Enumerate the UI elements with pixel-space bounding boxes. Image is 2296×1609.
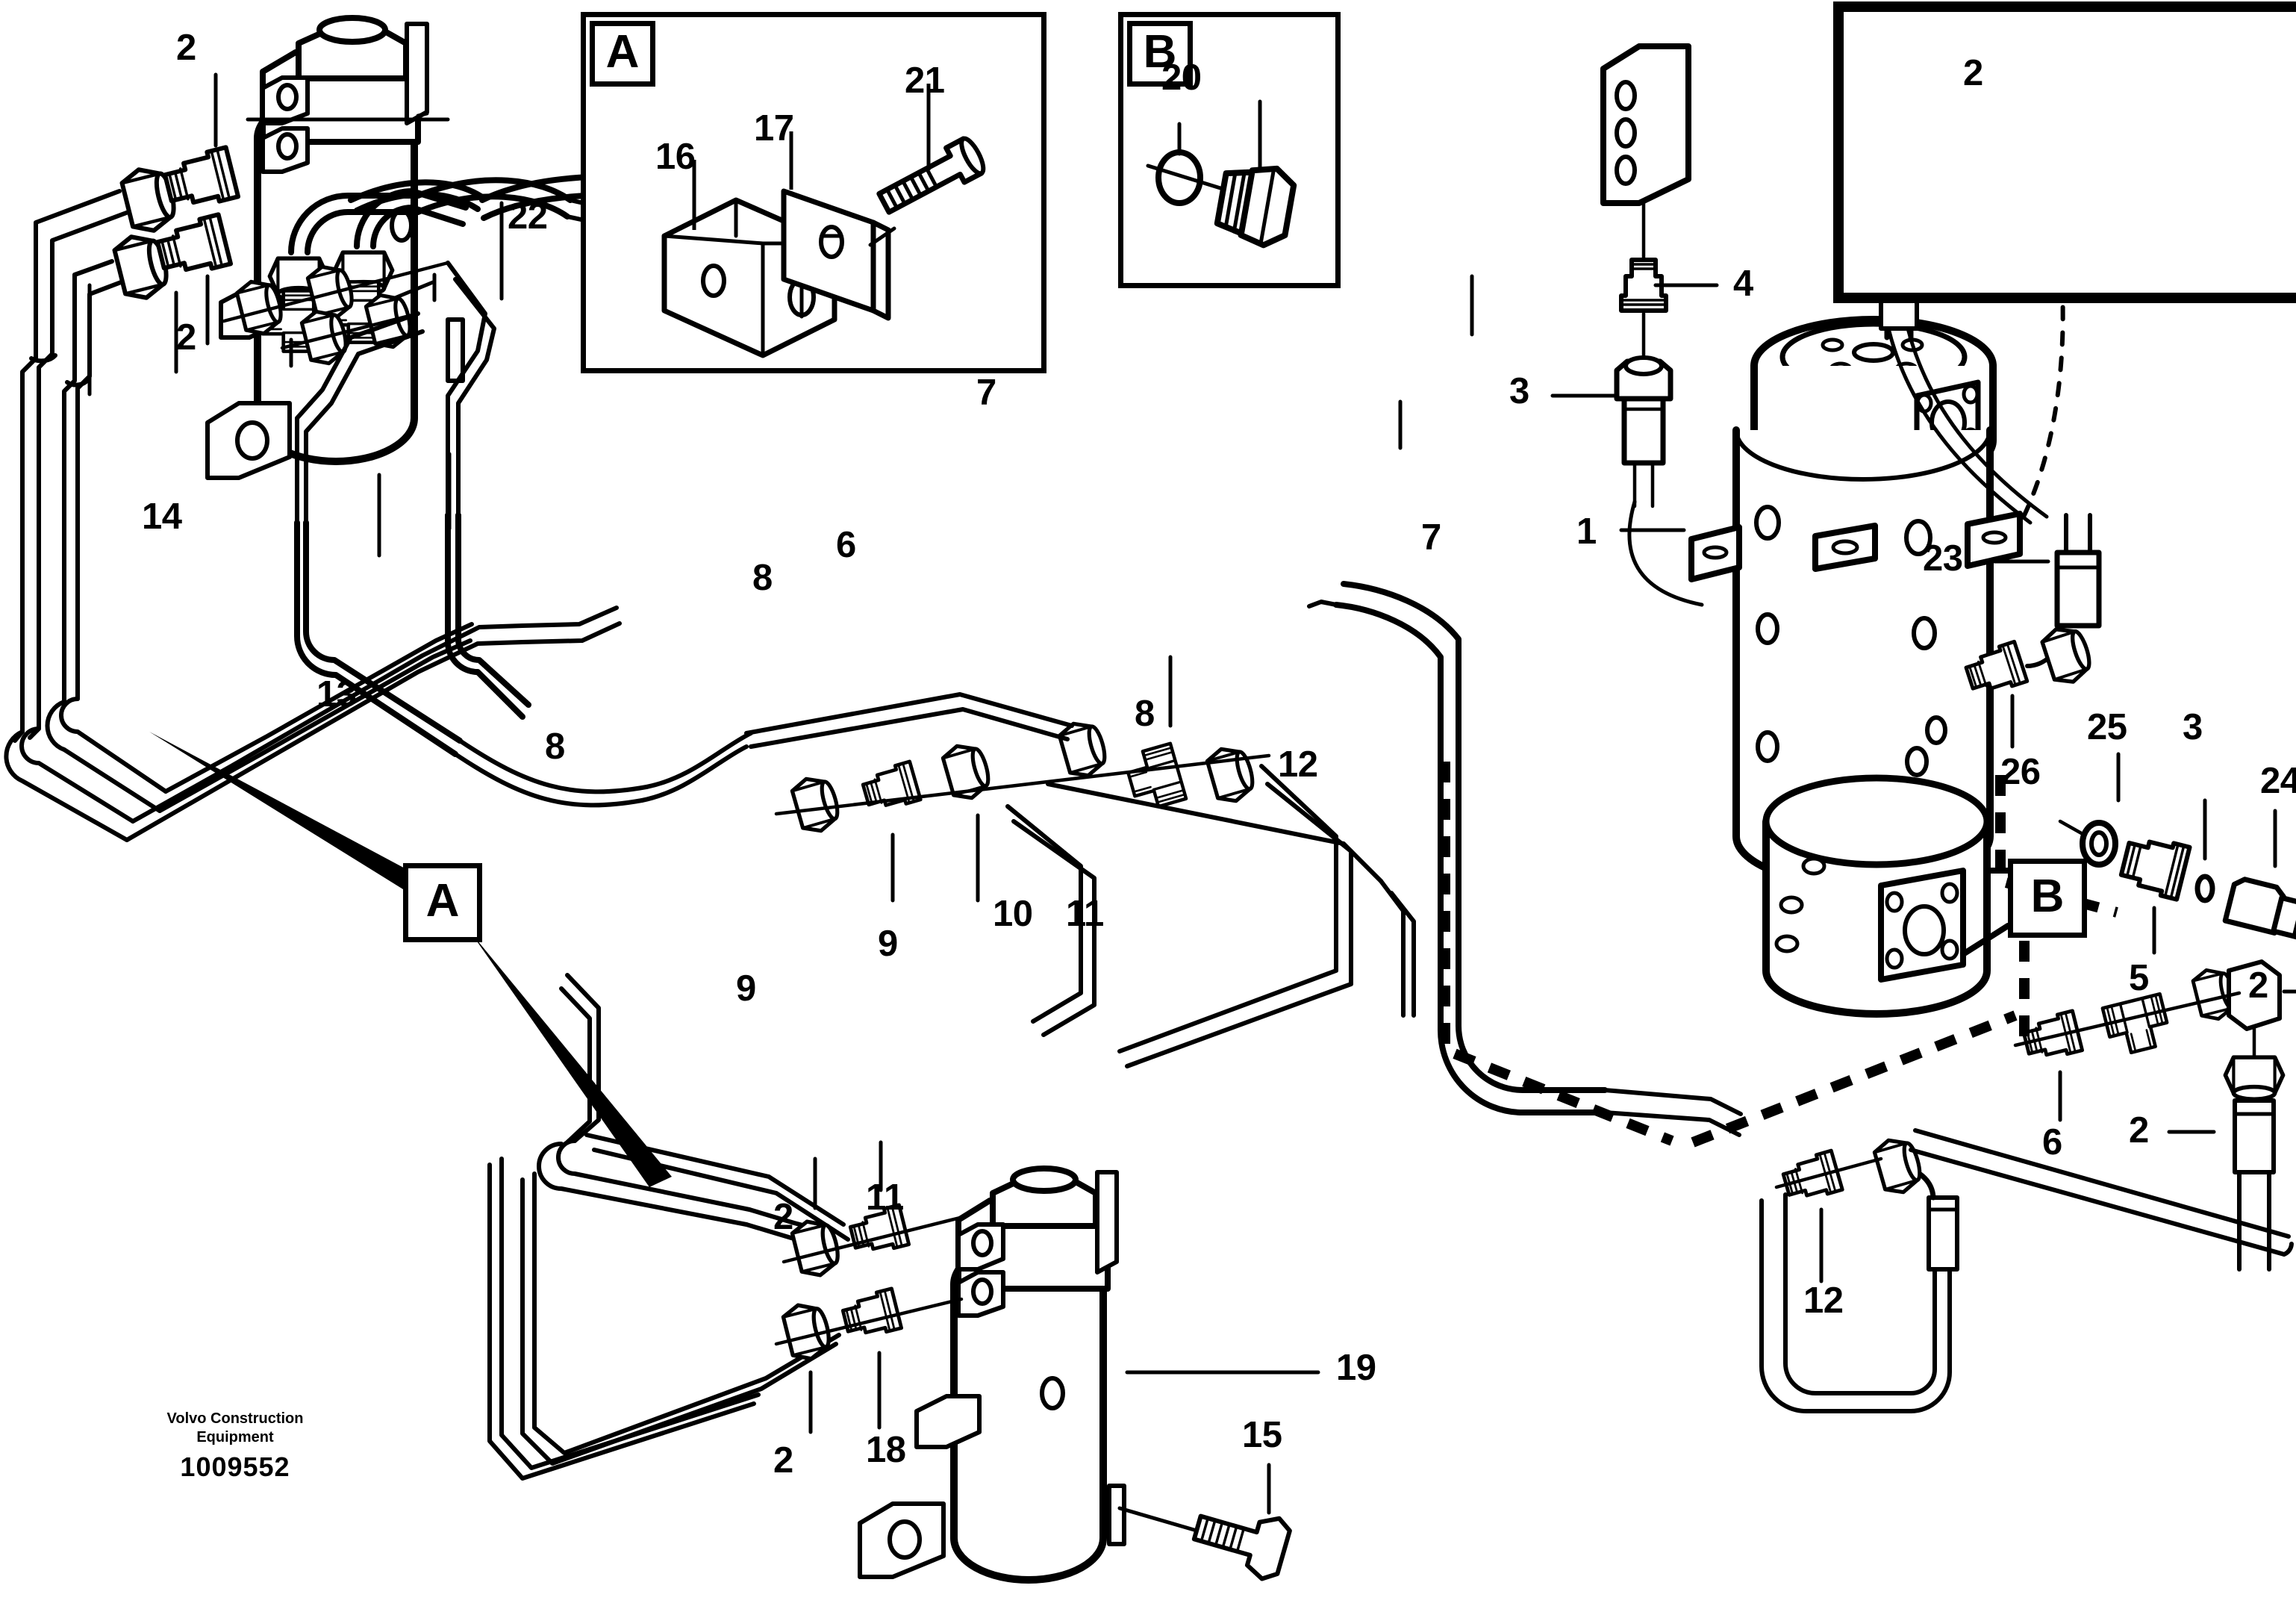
fittings-10-11-8 — [744, 655, 1353, 1068]
lower-right-fitting-cluster — [2013, 959, 2296, 1272]
part-label-8-c: 8 — [1135, 694, 1155, 734]
hose-22-assembly — [1963, 513, 2102, 749]
detail-b-illustration: .b-wf{fill:#fff;stroke:#000;stroke-width… — [1146, 99, 1297, 249]
part-label-7-a: 7 — [976, 373, 996, 413]
part-label-9-b: 9 — [878, 924, 898, 964]
part-label-2-e: 12 — [1803, 1280, 1844, 1321]
part-label-2-c: 26 — [2000, 752, 2041, 792]
upper-left-fittings — [113, 72, 238, 346]
detail-box-b-letter-badge: B — [1127, 21, 1193, 87]
swivel-joint-assembly — [1619, 316, 2023, 1018]
part-label-18-upper: 22 — [508, 196, 548, 237]
hidden-line-dashed-paths — [1440, 762, 2118, 1148]
part-number: 1009552 — [180, 1451, 290, 1482]
part-label-18-lower: 19 — [1336, 1348, 1376, 1388]
part-label-4: 4 — [1733, 264, 1753, 304]
lower-right-hose-loop — [1759, 1128, 2294, 1413]
part-label-2-d: 6 — [2042, 1122, 2062, 1163]
part-label-11-b: 2 — [773, 1440, 793, 1481]
brand-line-2: Equipment — [196, 1429, 274, 1445]
part-label-19: 15 — [1242, 1415, 1282, 1455]
upper-cylinder-assembly — [205, 15, 465, 480]
part-label-2-a: 2 — [176, 28, 196, 68]
lower-cylinder-assembly — [858, 1165, 1320, 1584]
part-label-13-tube: 13 — [316, 674, 357, 715]
part-label-23: 2 — [1963, 53, 1983, 93]
callout-a-leader — [149, 732, 672, 1187]
part-label-22: 23 — [1923, 538, 1963, 579]
part-label-15: 16 — [655, 137, 696, 177]
part-label-25: 3 — [2183, 707, 2203, 747]
part-label-6-a: 6 — [836, 525, 856, 565]
callout-marker-b-letter: B — [2030, 871, 2065, 922]
part-label-24: 5 — [2129, 958, 2149, 998]
part-label-3-b: 24 — [2260, 761, 2296, 801]
part-label-12-b: 2 — [773, 1197, 793, 1237]
part-label-10: 10 — [993, 894, 1033, 934]
part-label-8-a: 8 — [752, 558, 773, 598]
hose-9-loop — [294, 452, 753, 808]
detail-box-a-letter-badge: A — [590, 21, 655, 87]
part-label-2-f: 11 — [866, 1177, 904, 1218]
part-label-1-swivel-joint: 1 — [1576, 511, 1597, 552]
detail-box-valve — [1833, 1, 2296, 303]
detail-a-illustration: .a-wf{fill:#fff;stroke:#000;stroke-width… — [661, 84, 986, 358]
plug-washer-cluster — [2058, 752, 2296, 955]
centre-fitting-cluster — [222, 173, 928, 525]
upper-left-tubes — [4, 189, 168, 842]
tube-12 — [1046, 399, 1403, 883]
part-label-14-tube: 14 — [142, 497, 182, 537]
part-label-7-b: 7 — [1421, 517, 1441, 558]
part-label-6-b: 2 — [2129, 1110, 2149, 1151]
tube-12-down — [1379, 879, 1416, 1018]
part-label-3-a: 3 — [1509, 371, 1529, 411]
part-label-17: 21 — [905, 60, 945, 101]
part-label-8-b: 8 — [545, 726, 565, 767]
lower-left-hoses — [487, 973, 850, 1481]
hose-7-descending — [1307, 274, 1743, 1137]
part-label-21: 20 — [1161, 57, 1202, 98]
part-label-9-a: 9 — [736, 968, 756, 1009]
lower-cylinder-fittings — [774, 1140, 965, 1434]
detail-box-a-letter: A — [605, 26, 640, 78]
callout-marker-a[interactable]: A — [403, 863, 482, 942]
part-label-2-g: 18 — [866, 1430, 906, 1470]
part-label-2-b: 2 — [176, 317, 196, 358]
part-label-5: 2 — [2248, 965, 2268, 1006]
connector-block-assembly — [1550, 43, 1719, 607]
brand-line-1: Volvo Construction — [166, 1410, 304, 1427]
part-label-16: 17 — [754, 108, 794, 149]
detail-box-b-letter: B — [1143, 26, 1177, 78]
part-label-26: 25 — [2087, 707, 2127, 747]
footer-block: Volvo Construction Equipment 1009552 — [138, 1410, 332, 1483]
callout-marker-a-letter: A — [425, 875, 460, 927]
part-label-12-a: 12 — [1278, 744, 1318, 785]
callout-marker-b[interactable]: B — [2008, 859, 2087, 938]
part-label-11-a: 11 — [1066, 894, 1104, 934]
